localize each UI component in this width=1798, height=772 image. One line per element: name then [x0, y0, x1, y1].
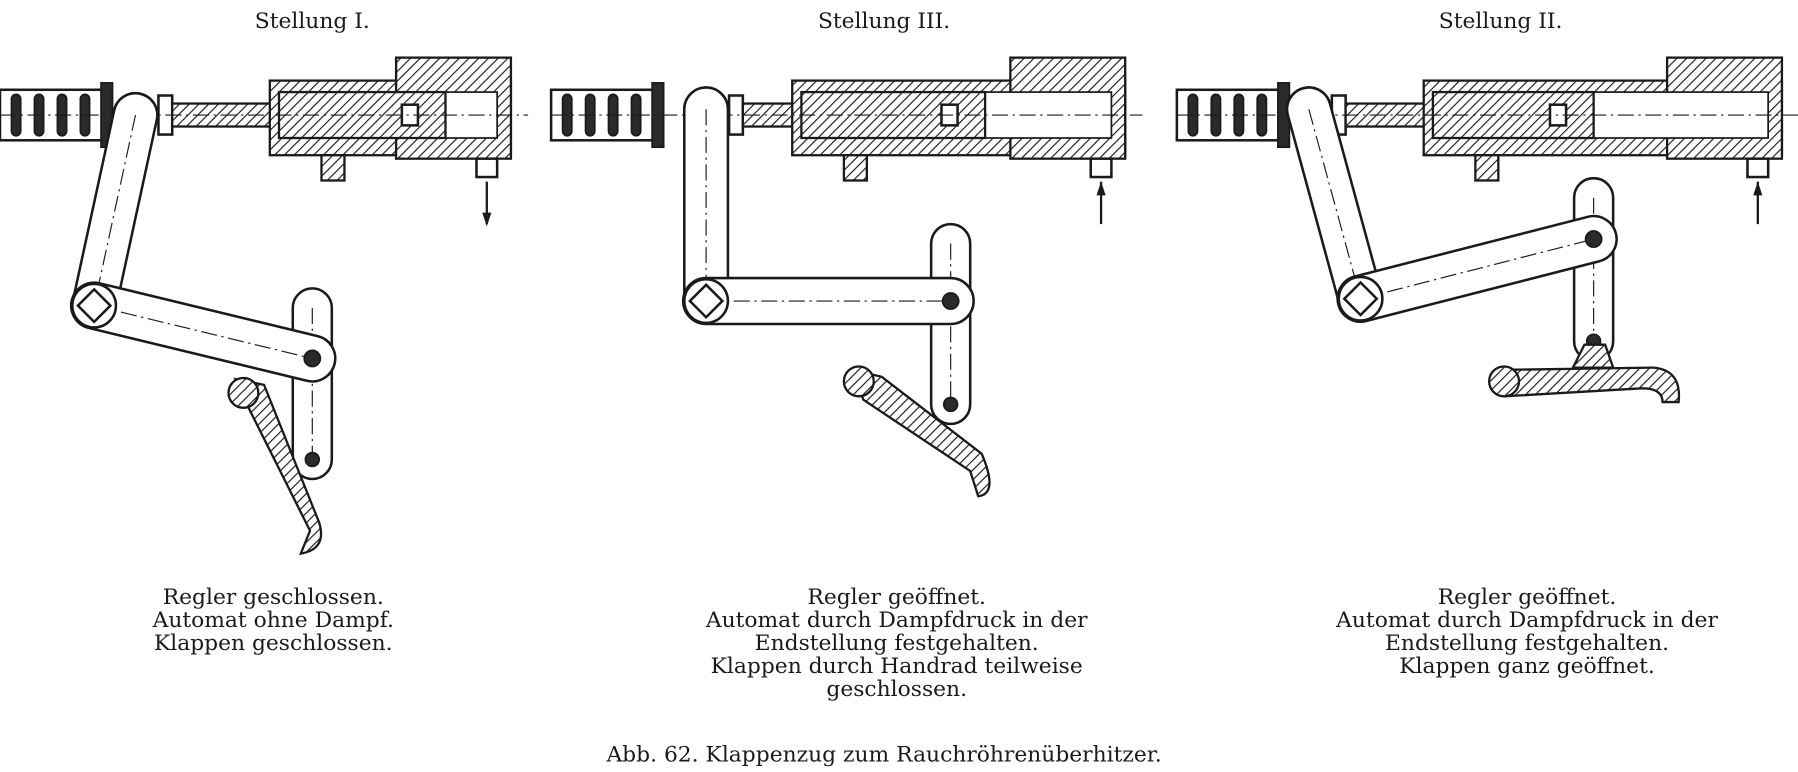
- panel-title-stellung-1: Stellung I.: [255, 9, 370, 34]
- steam-cylinder: [791, 56, 1127, 182]
- caption-stellung-1: Regler geschlossen. Automat ohne Dampf. …: [152, 585, 394, 656]
- damper-flap: [233, 377, 323, 556]
- arrow-head-icon: [1753, 181, 1763, 196]
- square-shaft: [76, 287, 113, 324]
- slot-pin: [1584, 230, 1603, 248]
- drain-port: [842, 154, 868, 182]
- arrow-head-icon: [482, 212, 492, 227]
- damper-flap: [1496, 343, 1681, 404]
- figure-caption: Abb. 62. Klappenzug zum Rauchröhrenüberh…: [605, 742, 1161, 767]
- caption-line: Endstellung festgehalten.: [755, 631, 1039, 656]
- steam-port: [475, 157, 499, 179]
- square-shaft: [688, 283, 725, 320]
- flap-hub: [227, 376, 260, 409]
- drain-port: [1474, 154, 1500, 182]
- flap-rod-pin: [942, 396, 959, 413]
- slot-pin: [303, 349, 322, 368]
- damper-flap: [850, 368, 991, 498]
- crank-lever-centerline: [1308, 109, 1362, 299]
- caption-line: Regler geöffnet.: [807, 585, 986, 610]
- caption-line: Automat ohne Dampf.: [152, 608, 394, 633]
- steam-port: [1746, 157, 1770, 179]
- caption-line: geschlossen.: [826, 677, 967, 702]
- mechanism-stellung-1: [0, 56, 529, 556]
- caption-line: Automat durch Dampfdruck in der: [1335, 608, 1718, 633]
- arrow-head-icon: [1096, 181, 1106, 196]
- flap-hub: [1488, 365, 1521, 398]
- connecting-link-centerline: [1360, 238, 1594, 300]
- caption-line: Klappen durch Handrad teilweise: [711, 654, 1083, 679]
- crank-lever-centerline: [93, 114, 137, 306]
- caption-stellung-2: Regler geöffnet. Automat durch Dampfdruc…: [1335, 585, 1718, 679]
- panel-title-stellung-2: Stellung II.: [1439, 9, 1563, 34]
- caption-line: Regler geschlossen.: [163, 585, 384, 610]
- caption-stellung-3: Regler geöffnet. Automat durch Dampfdruc…: [705, 585, 1088, 702]
- flap-hub: [842, 365, 875, 398]
- caption-line: Regler geöffnet.: [1438, 585, 1617, 610]
- caption-line: Automat durch Dampfdruck in der: [705, 608, 1088, 633]
- mechanism-stellung-3: [549, 56, 1143, 498]
- connecting-link-centerline: [94, 305, 313, 360]
- flap-rod-pin: [304, 451, 321, 468]
- mechanism-stellung-2: [1175, 56, 1798, 404]
- caption-line: Klappen geschlossen.: [154, 631, 393, 656]
- caption-line: Klappen ganz geöffnet.: [1399, 654, 1655, 679]
- slot-pin: [941, 292, 960, 310]
- steam-cylinder: [268, 56, 513, 182]
- caption-line: Endstellung festgehalten.: [1385, 631, 1669, 656]
- panel-title-stellung-3: Stellung III.: [818, 9, 950, 34]
- steam-cylinder: [1422, 56, 1784, 182]
- steam-port: [1089, 157, 1113, 179]
- drain-port: [320, 154, 346, 182]
- square-shaft: [1342, 280, 1379, 317]
